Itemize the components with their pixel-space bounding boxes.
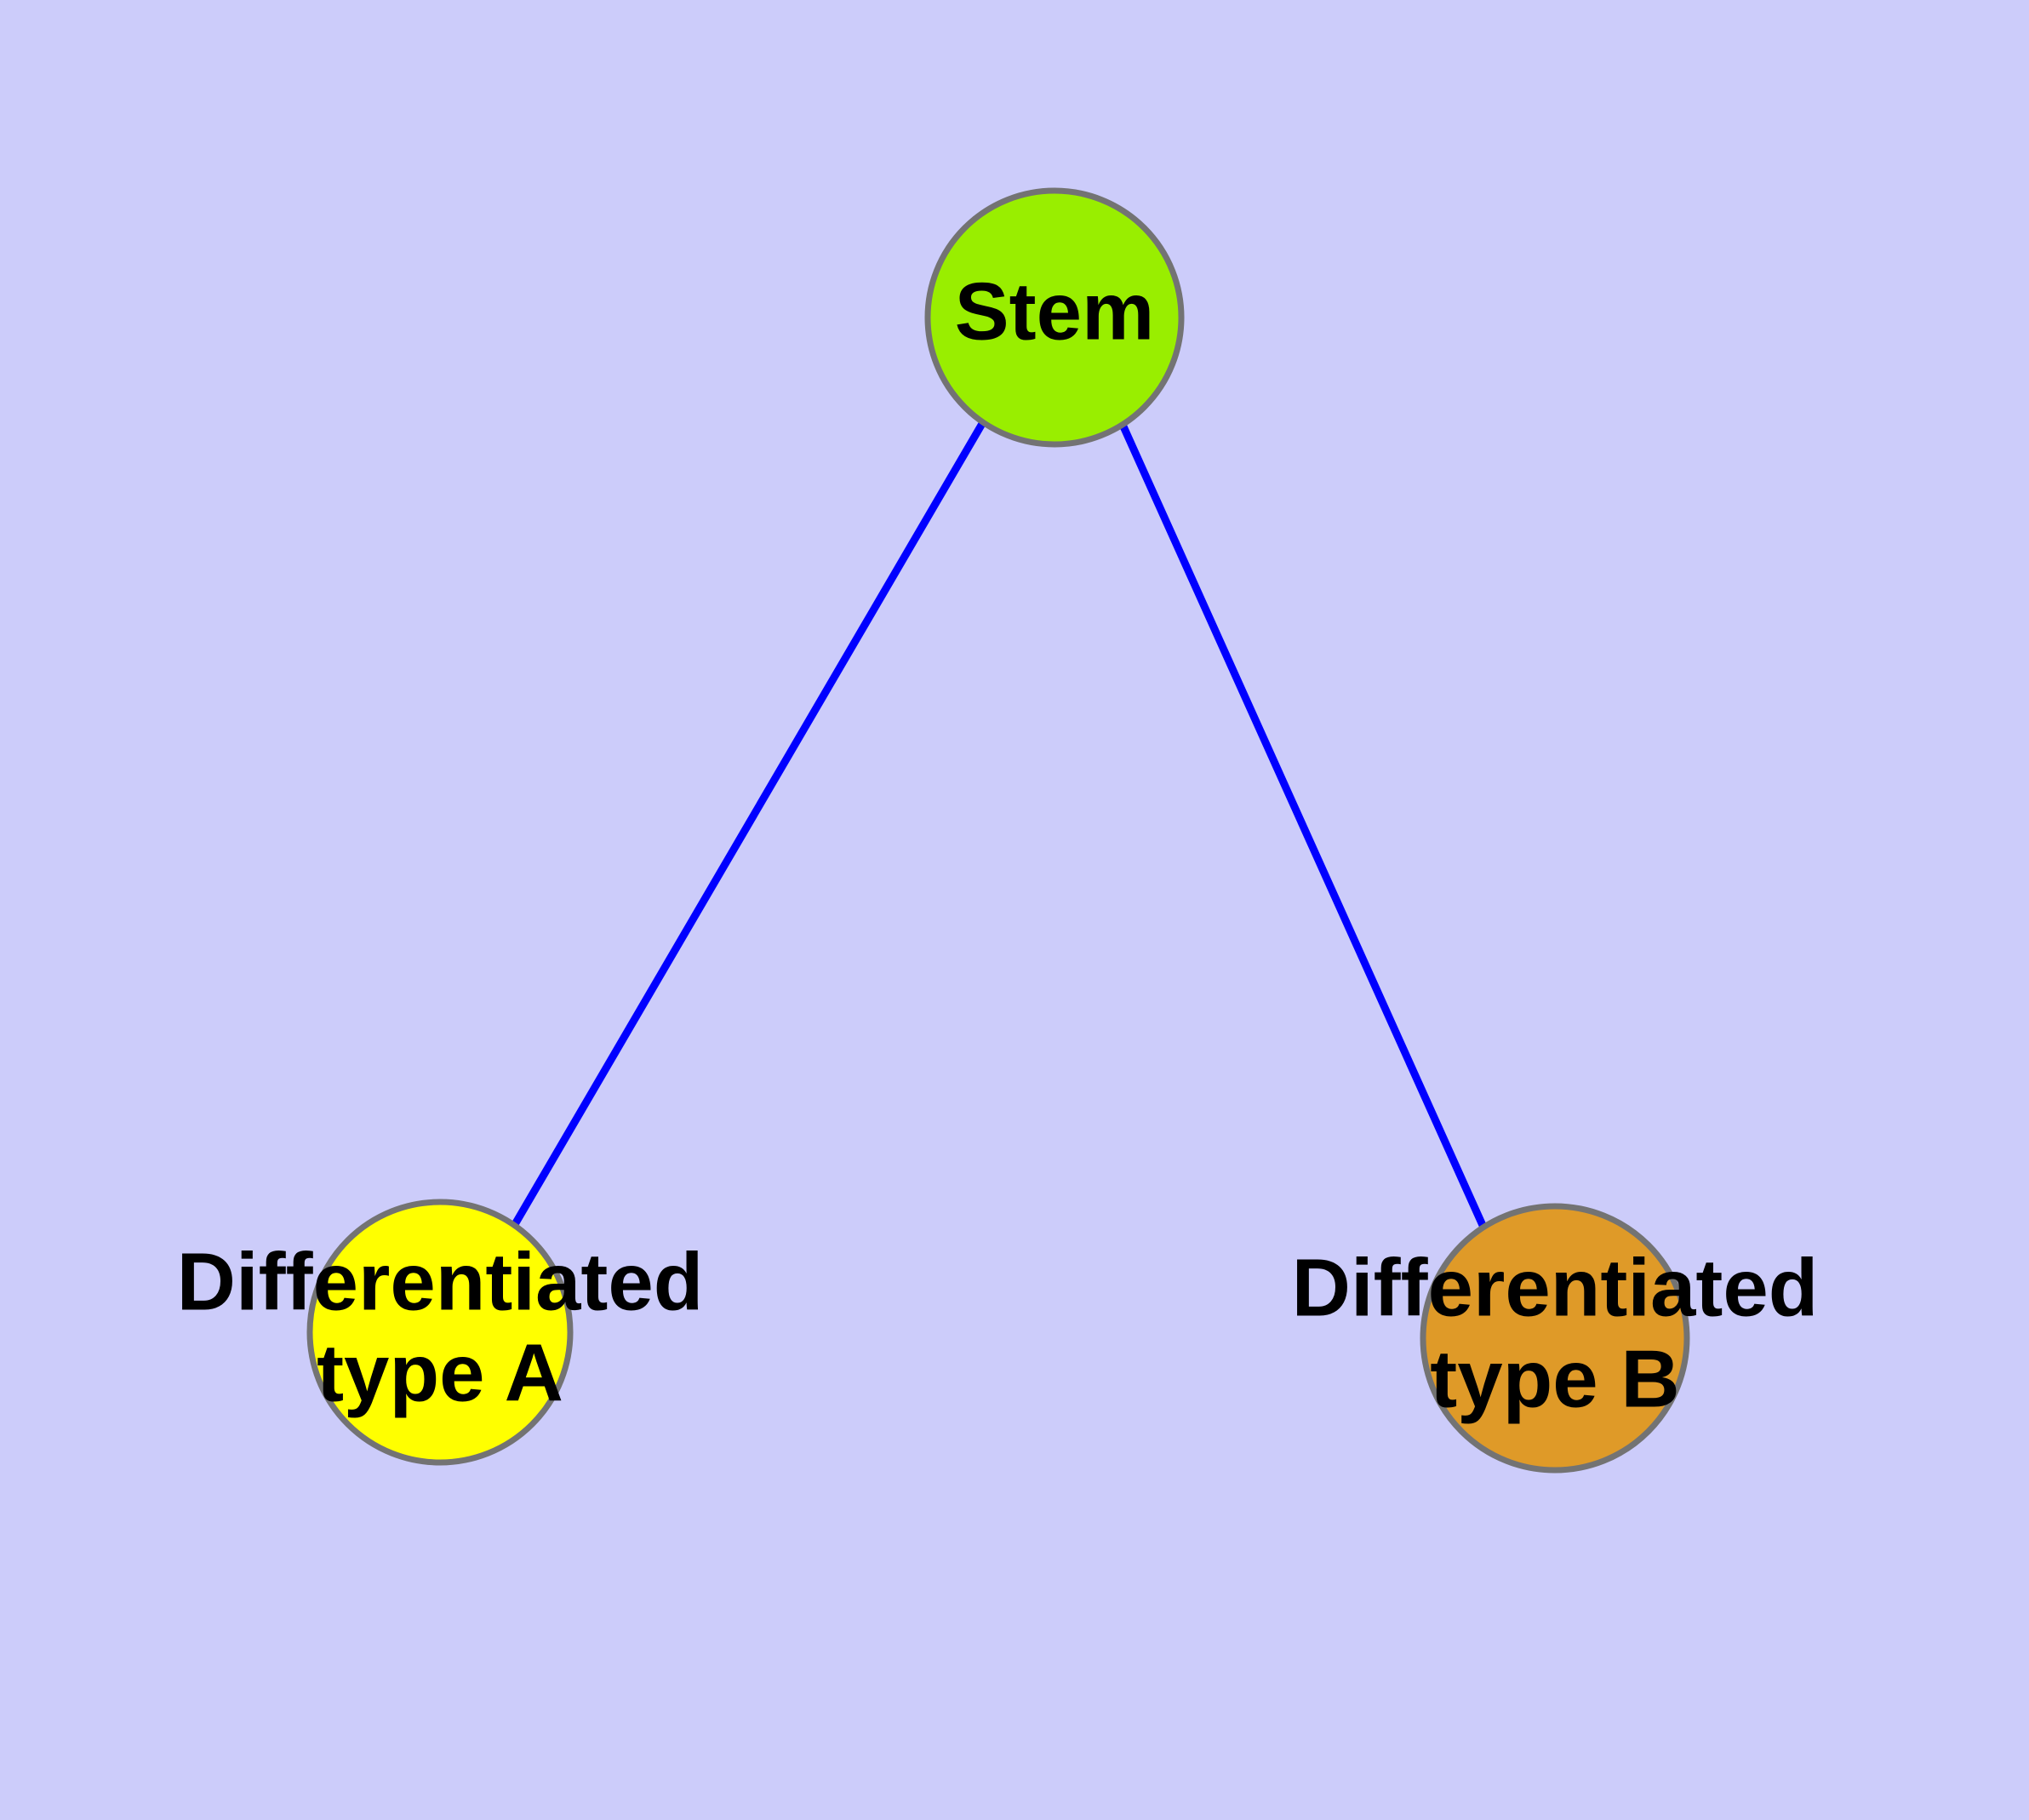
node-differentiated-type-b[interactable]	[1420, 1203, 1690, 1474]
node-differentiated-type-a-label-line2: type A	[317, 1327, 563, 1418]
node-layer	[306, 187, 1690, 1474]
node-stem-label: Stem	[955, 266, 1155, 357]
node-differentiated-type-b-circle[interactable]	[1420, 1203, 1690, 1474]
label-layer: Stem Differentiated type A Differentiate…	[177, 266, 1819, 1424]
node-differentiated-type-b-label-line1: Differentiated	[1292, 1242, 1819, 1333]
node-differentiated-type-a[interactable]	[306, 1199, 574, 1466]
edge-stem-to-differentiated-type-a[interactable]	[511, 420, 986, 1228]
edge-layer	[511, 420, 1489, 1233]
node-differentiated-type-a-circle[interactable]	[306, 1199, 574, 1466]
edge-stem-to-differentiated-type-b[interactable]	[1119, 425, 1489, 1233]
node-stem[interactable]	[924, 187, 1185, 448]
node-stem-circle[interactable]	[924, 187, 1185, 448]
node-differentiated-type-b-label-line2: type B	[1430, 1333, 1679, 1424]
node-differentiated-type-a-label-line1: Differentiated	[177, 1236, 704, 1327]
